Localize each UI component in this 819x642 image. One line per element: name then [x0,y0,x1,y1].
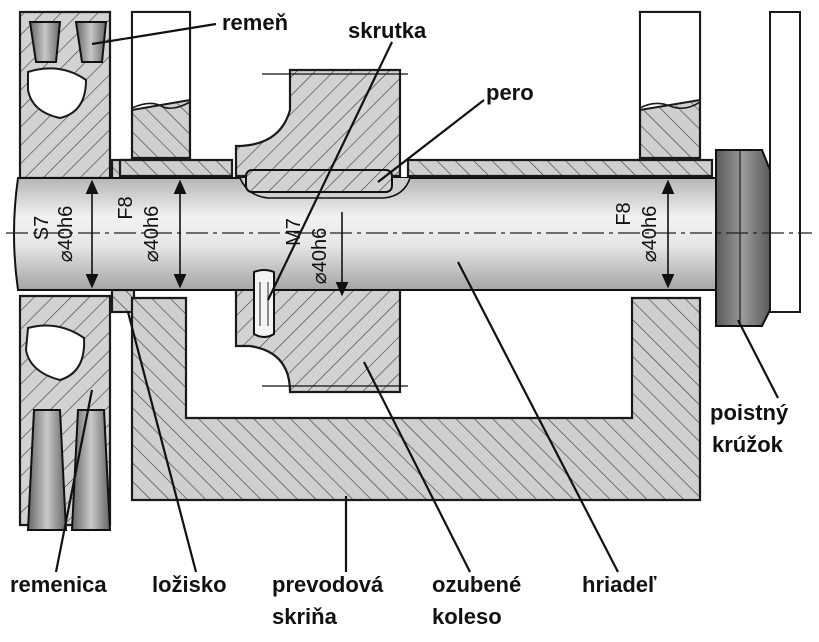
label-pero: pero [486,80,534,105]
labels: remeň skrutka pero poistný krúžok remeni… [10,10,789,629]
label-koleso: koleso [432,604,502,629]
gearbox-housing [118,10,714,502]
shaft [13,177,719,291]
gear-wheel [234,68,408,394]
dia-f8-right: ⌀40h6 [639,206,661,263]
dia-f8-left: ⌀40h6 [141,206,163,263]
dimension-lines [85,179,675,297]
set-screw [253,269,275,338]
fit-f8-right: F8 [613,202,635,225]
label-remenica: remenica [10,572,107,597]
label-ozubene: ozubené [432,572,521,597]
housing-right-wall [769,11,801,313]
leader-lines [54,22,779,573]
label-poistny: poistný [710,400,789,425]
pulley [18,10,112,527]
dia-s7: ⌀40h6 [55,206,77,263]
fit-annotations: S7 ⌀40h6 F8 ⌀40h6 M7 ⌀40h6 F8 ⌀40h6 [31,196,661,284]
key [245,169,393,193]
label-prevodova: prevodová [272,572,384,597]
retaining-ring [715,149,771,327]
fit-f8-left: F8 [115,196,137,219]
label-lozisko: ložisko [152,572,227,597]
label-skrina: skriňa [272,604,338,629]
fit-s7: S7 [31,216,53,240]
belt-bottom [26,409,112,531]
label-remen: remeň [222,10,288,35]
dia-m7: ⌀40h6 [309,228,331,285]
label-hriadel: hriadeľ [582,572,657,597]
fit-m7: M7 [283,218,305,246]
label-skrutka: skrutka [348,18,427,43]
label-kruzok: krúžok [712,432,784,457]
belt-top [28,21,108,63]
